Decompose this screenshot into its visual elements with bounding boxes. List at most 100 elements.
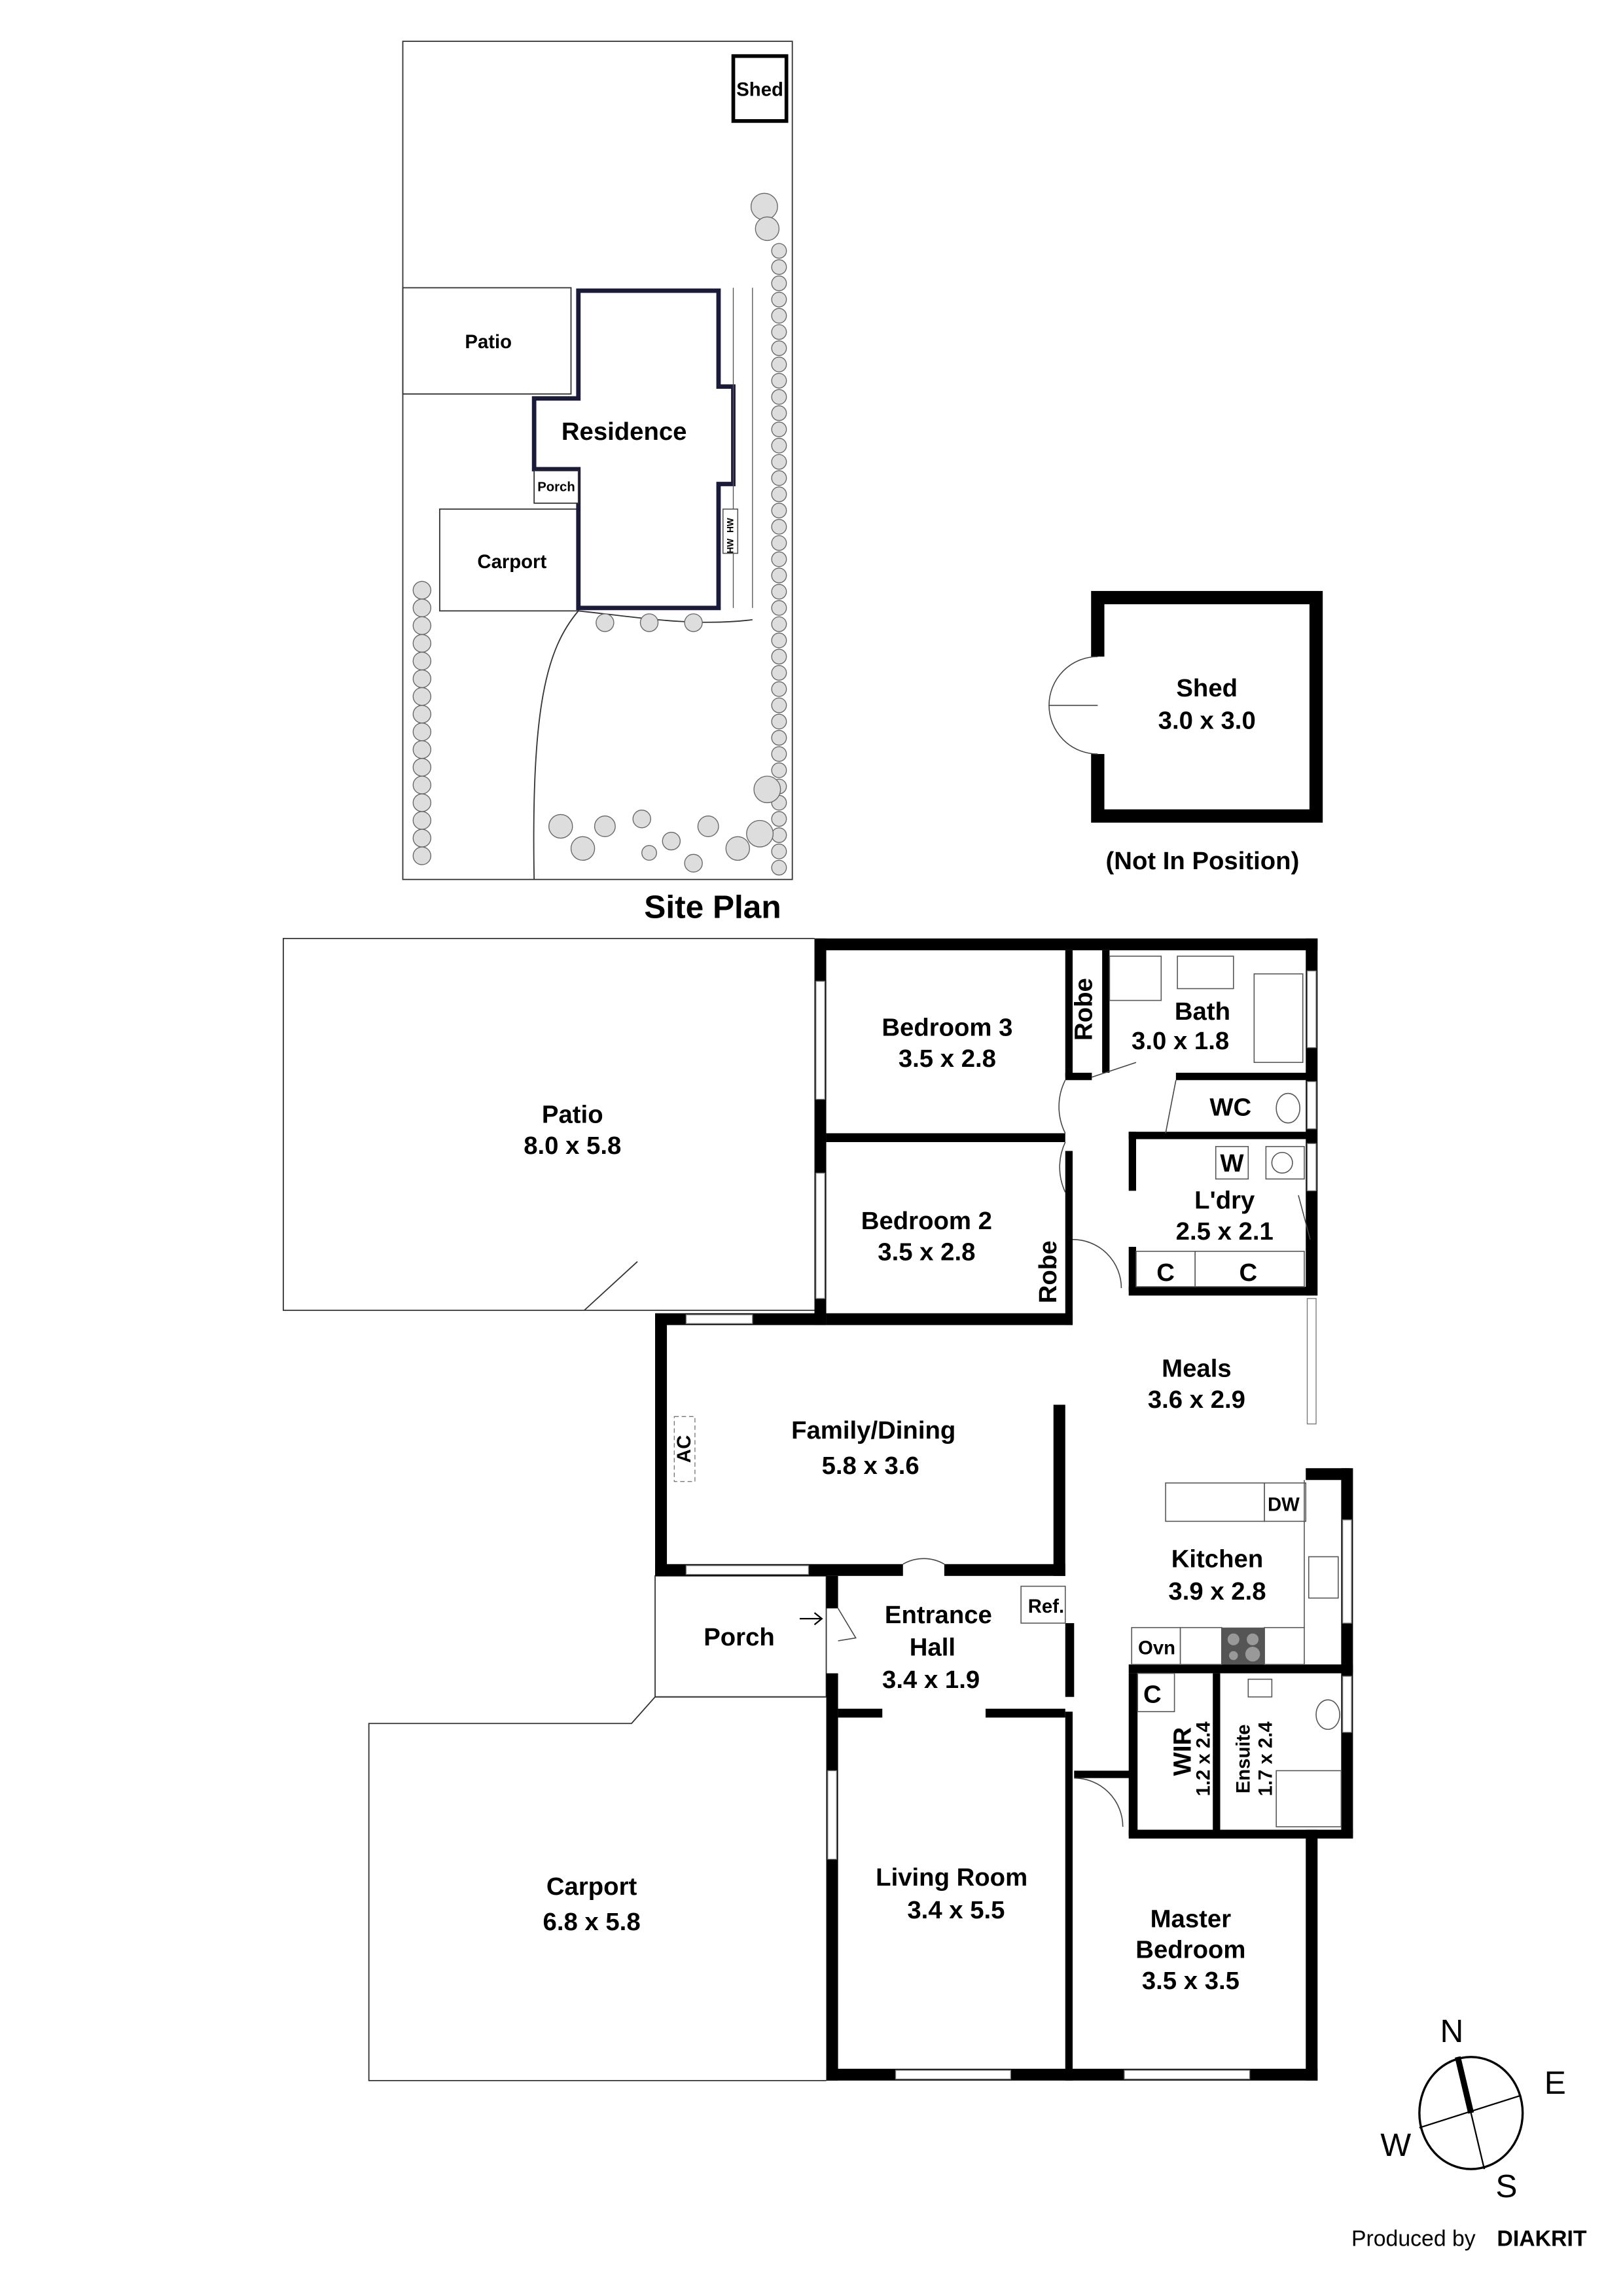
shrub-icon [771, 422, 787, 438]
shed-note: (Not In Position) [1106, 847, 1300, 875]
shrub-icon [771, 584, 787, 600]
shrub-icon [771, 811, 787, 827]
shrub-icon [632, 810, 651, 829]
laundry-size: 2.5 x 2.1 [1176, 1217, 1274, 1246]
shrub-icon [412, 829, 432, 848]
shrub-icon [412, 669, 432, 689]
oven-label: Ovn [1138, 1637, 1175, 1659]
kitchen-name: Kitchen [1171, 1545, 1264, 1573]
robe2-label: Robe [1034, 1240, 1062, 1303]
shrub-icon [771, 486, 787, 503]
robe3-label: Robe [1069, 978, 1097, 1041]
meals-size: 3.6 x 2.9 [1148, 1386, 1245, 1414]
site-plan-title: Site Plan [644, 888, 781, 925]
shrub-icon [771, 243, 787, 259]
shrub-icon [771, 697, 787, 713]
entrance-name: Entrance [885, 1601, 992, 1629]
patio-name: Patio [542, 1101, 603, 1129]
fridge-label: Ref. [1028, 1596, 1064, 1617]
cupboard-label: C [1239, 1259, 1257, 1287]
shrub-icon [771, 567, 787, 584]
shrub-icon [412, 776, 432, 795]
diakrit-logo: DIAKRIT [1497, 2226, 1586, 2251]
shrub-icon [750, 192, 778, 221]
master-name: Bedroom [1135, 1936, 1245, 1964]
shrub-icon [771, 843, 787, 859]
shrub-icon [771, 746, 787, 762]
compass-south: S [1495, 2168, 1517, 2204]
shrub-icon [412, 758, 432, 777]
compass-west: W [1380, 2126, 1411, 2163]
wir-size: 1.2 x 2.4 [1193, 1721, 1215, 1797]
shrub-icon [548, 814, 573, 839]
wir-name: WIR [1168, 1727, 1196, 1776]
shrub-icon [684, 853, 703, 873]
compass-icon: N E W S [1380, 2013, 1565, 2204]
site-hw-label: HW [726, 539, 736, 554]
porch-name: Porch [704, 1623, 775, 1651]
entrance-name: Hall [910, 1634, 955, 1662]
shrub-icon [412, 634, 432, 653]
walls [655, 938, 1353, 2081]
shrub-icon [771, 551, 787, 567]
shrub-icon [771, 503, 787, 519]
shrub-icon [771, 275, 787, 291]
shrub-icon [771, 324, 787, 340]
shrub-icon [771, 437, 787, 454]
shrub-icon [771, 454, 787, 470]
site-trees [412, 192, 787, 876]
washer-label: W [1220, 1149, 1244, 1177]
shrub-icon [746, 819, 774, 848]
wc-label: WC [1209, 1093, 1251, 1121]
shrub-icon [771, 859, 787, 876]
shrub-icon [771, 762, 787, 778]
shrub-icon [771, 405, 787, 422]
compass-east: E [1544, 2064, 1566, 2101]
site-hw-label: HW [726, 518, 736, 533]
shrub-icon [771, 827, 787, 843]
bath-name: Bath [1175, 997, 1230, 1026]
site-porch-label: Porch [537, 480, 575, 495]
bath-size: 3.0 x 1.8 [1132, 1027, 1229, 1055]
shrub-icon [771, 291, 787, 308]
shrub-icon [771, 308, 787, 324]
credit: Produced by DIAKRIT [1351, 2226, 1587, 2251]
kitchen-size: 3.9 x 2.8 [1168, 1577, 1266, 1605]
living-size: 3.4 x 5.5 [907, 1896, 1005, 1924]
entrance-size: 3.4 x 1.9 [882, 1666, 980, 1694]
site-plan: Shed Patio Carport Residence Porch HW HW… [402, 41, 793, 925]
site-boundary [402, 41, 793, 880]
shrub-icon [412, 740, 432, 759]
shrub-icon [412, 704, 432, 724]
carport-name: Carport [546, 1873, 637, 1901]
bedroom2-size: 3.5 x 2.8 [878, 1238, 975, 1266]
shrub-icon [596, 613, 615, 632]
shrub-icon [412, 793, 432, 812]
shrub-icon [412, 651, 432, 671]
shrub-icon [771, 730, 787, 746]
site-residence [531, 288, 736, 611]
site-patio-label: Patio [465, 331, 512, 353]
shed-walls [1091, 590, 1323, 823]
family-size: 5.8 x 3.6 [822, 1452, 919, 1480]
shrub-icon [594, 816, 616, 837]
bedroom2-name: Bedroom 2 [861, 1207, 992, 1235]
ensuite-size: 1.7 x 2.4 [1255, 1721, 1276, 1797]
ac-label: AC [673, 1435, 695, 1463]
windows [685, 970, 1352, 2080]
shrub-icon [641, 845, 657, 861]
site-shed [731, 54, 789, 123]
site-patio [402, 287, 572, 395]
site-residence-label: Residence [562, 418, 687, 446]
shrub-icon [412, 811, 432, 830]
shrub-icon [412, 723, 432, 742]
shrub-icon [662, 831, 681, 851]
credit-prefix: Produced by [1351, 2226, 1476, 2251]
shrub-icon [684, 613, 703, 632]
shrub-icon [771, 713, 787, 730]
shrub-icon [412, 598, 432, 618]
shrub-icon [412, 581, 432, 600]
shrub-icon [725, 836, 750, 861]
shrub-icon [412, 846, 432, 865]
shrub-icon [771, 632, 787, 649]
